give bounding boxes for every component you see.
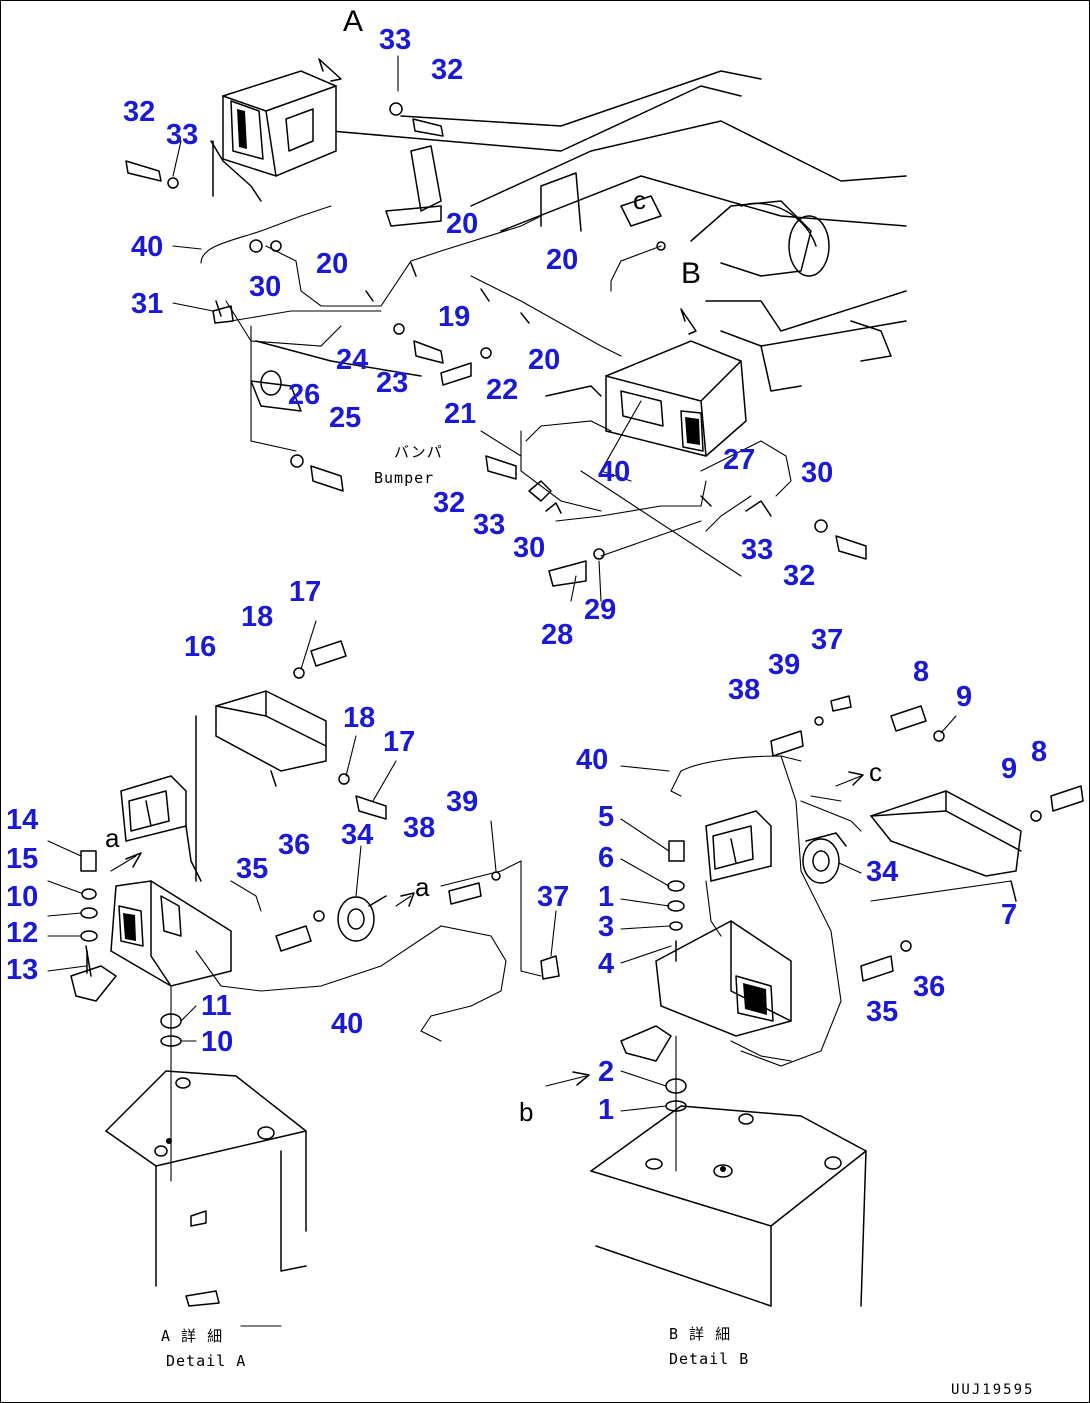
detail-b-title-en: Detail B bbox=[669, 1350, 749, 1368]
callout-1: 1 bbox=[598, 881, 614, 913]
view-ref-a: A bbox=[343, 5, 363, 38]
callout-40: 40 bbox=[131, 231, 163, 263]
callout-38: 38 bbox=[403, 812, 435, 844]
callout-12: 12 bbox=[6, 917, 38, 949]
view-references: A B a a b c c bbox=[105, 5, 882, 1127]
top-hardware bbox=[125, 102, 867, 587]
callout-30: 30 bbox=[801, 457, 833, 489]
callout-27: 27 bbox=[723, 444, 755, 476]
callout-13: 13 bbox=[6, 954, 38, 986]
callout-9: 9 bbox=[956, 681, 972, 713]
callout-40: 40 bbox=[331, 1008, 363, 1040]
view-ref-b: B bbox=[681, 257, 701, 290]
callout-10: 10 bbox=[6, 881, 38, 913]
vehicle-frame bbox=[225, 70, 907, 412]
callout-16: 16 bbox=[184, 631, 216, 663]
callout-36: 36 bbox=[278, 829, 310, 861]
detail-a-title-en: Detail A bbox=[166, 1352, 246, 1370]
callout-24: 24 bbox=[336, 344, 368, 376]
callout-25: 25 bbox=[329, 402, 361, 434]
callout-18: 18 bbox=[241, 601, 273, 633]
callout-30: 30 bbox=[513, 532, 545, 564]
callout-38: 38 bbox=[728, 674, 760, 706]
leader-lines bbox=[47, 55, 957, 1327]
callout-26: 26 bbox=[288, 379, 320, 411]
callout-30: 30 bbox=[249, 271, 281, 303]
callout-5: 5 bbox=[598, 801, 614, 833]
callout-20: 20 bbox=[316, 248, 348, 280]
callout-1: 1 bbox=[598, 1094, 614, 1126]
view-arrow-a bbox=[318, 58, 342, 82]
callout-29: 29 bbox=[584, 594, 616, 626]
callout-20: 20 bbox=[446, 208, 478, 240]
callout-37: 37 bbox=[537, 881, 569, 913]
callout-23: 23 bbox=[376, 367, 408, 399]
callout-31: 31 bbox=[131, 288, 163, 320]
callout-2: 2 bbox=[598, 1056, 614, 1088]
callout-numbers: 33 32 32 33 40 30 20 20 20 31 19 24 23 2… bbox=[6, 24, 1047, 1126]
callout-39: 39 bbox=[768, 649, 800, 681]
view-ref-a-small-1: a bbox=[105, 823, 120, 853]
callout-33: 33 bbox=[473, 509, 505, 541]
callout-34: 34 bbox=[866, 856, 898, 888]
callout-17: 17 bbox=[383, 726, 415, 758]
callout-11: 11 bbox=[201, 990, 232, 1022]
callout-32: 32 bbox=[123, 96, 155, 128]
callout-22: 22 bbox=[486, 374, 518, 406]
top-harness bbox=[200, 205, 792, 577]
callout-7: 7 bbox=[1001, 899, 1017, 931]
callout-33: 33 bbox=[379, 24, 411, 56]
callout-20: 20 bbox=[528, 344, 560, 376]
callout-32: 32 bbox=[783, 560, 815, 592]
detail-a-assembly bbox=[70, 640, 560, 1307]
view-ref-c-small-2: c bbox=[633, 185, 646, 215]
document-id: UUJ19595 bbox=[951, 1382, 1034, 1398]
callout-4: 4 bbox=[598, 948, 614, 980]
callout-40: 40 bbox=[576, 744, 608, 776]
callout-35: 35 bbox=[236, 853, 268, 885]
callout-21: 21 bbox=[444, 398, 476, 430]
detail-b-assembly bbox=[545, 695, 1084, 1307]
callout-18: 18 bbox=[343, 702, 375, 734]
detail-a-title-jp: A 詳 細 bbox=[161, 1327, 223, 1345]
callout-10: 10 bbox=[201, 1026, 233, 1058]
callout-9: 9 bbox=[1001, 753, 1017, 785]
bumper-label-jp: バンパ bbox=[394, 443, 443, 461]
callout-35: 35 bbox=[866, 996, 898, 1028]
callout-14: 14 bbox=[6, 804, 38, 836]
work-lamp-a bbox=[210, 70, 337, 202]
callout-8: 8 bbox=[1031, 736, 1047, 768]
callout-37: 37 bbox=[811, 624, 843, 656]
detail-b-title-jp: B 詳 細 bbox=[669, 1325, 731, 1343]
view-arrow-b bbox=[680, 308, 697, 335]
callout-28: 28 bbox=[541, 619, 573, 651]
callout-33: 33 bbox=[166, 119, 198, 151]
bumper-label-en: Bumper bbox=[374, 469, 434, 487]
callout-15: 15 bbox=[6, 843, 38, 875]
callout-17: 17 bbox=[289, 576, 321, 608]
callout-40: 40 bbox=[598, 456, 630, 488]
callout-20: 20 bbox=[546, 244, 578, 276]
view-ref-a-small-2: a bbox=[415, 872, 430, 902]
view-ref-b-small: b bbox=[519, 1097, 533, 1127]
view-ref-c-small-1: c bbox=[869, 757, 882, 787]
callout-19: 19 bbox=[438, 301, 470, 333]
callout-36: 36 bbox=[913, 971, 945, 1003]
callout-33: 33 bbox=[741, 534, 773, 566]
work-lamp-b bbox=[545, 340, 747, 457]
callout-32: 32 bbox=[431, 54, 463, 86]
text-labels: バンパ Bumper A 詳 細 Detail A B 詳 細 Detail B… bbox=[161, 443, 1034, 1398]
callout-34: 34 bbox=[341, 819, 373, 851]
callout-39: 39 bbox=[446, 786, 478, 818]
callout-6: 6 bbox=[598, 842, 614, 874]
callout-32: 32 bbox=[433, 487, 465, 519]
callout-8: 8 bbox=[913, 656, 929, 688]
callout-3: 3 bbox=[598, 911, 614, 943]
